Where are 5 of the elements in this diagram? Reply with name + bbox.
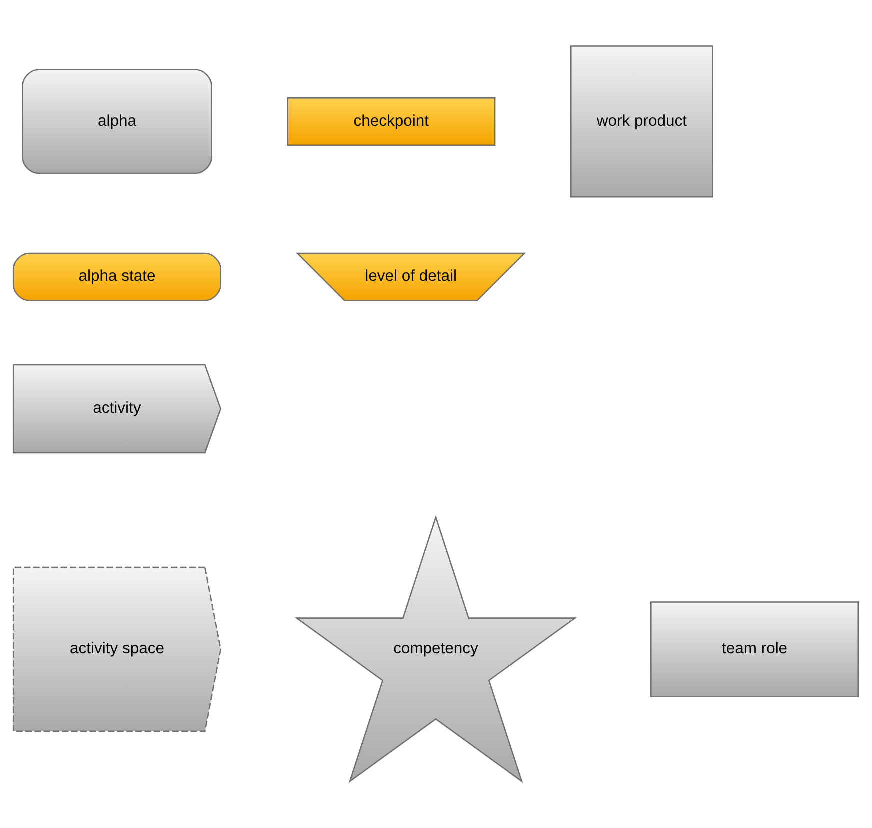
node-box: alpha — [22, 69, 212, 174]
node-box: team role — [650, 602, 860, 698]
node-box: alpha state — [12, 252, 222, 302]
node-box: work product — [570, 46, 714, 198]
node-box: checkpoint — [287, 97, 496, 146]
